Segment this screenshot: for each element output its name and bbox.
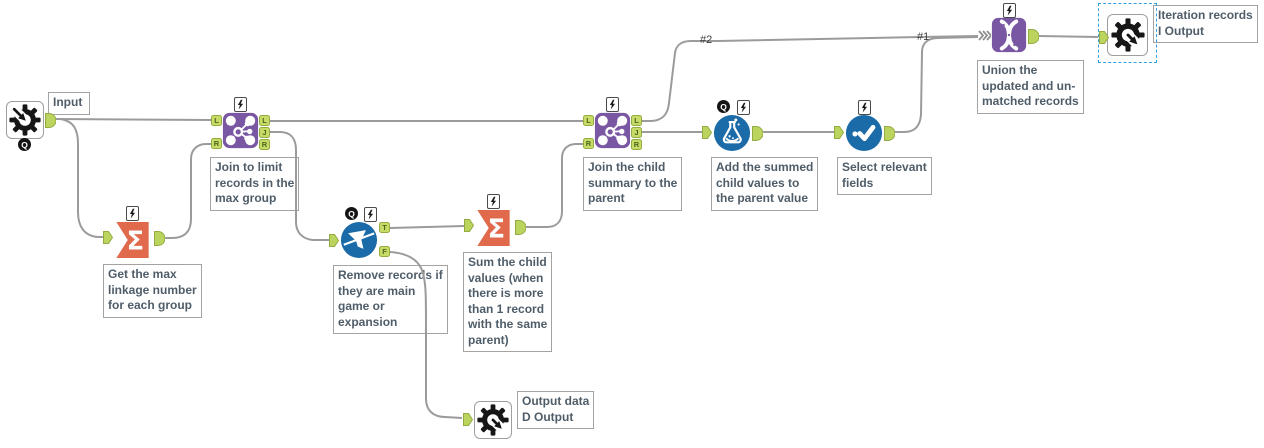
annotation-output-data[interactable]: Output data D Output — [517, 391, 595, 429]
svg-text:Σ: Σ — [488, 215, 506, 245]
lightning-icon — [367, 209, 374, 219]
annotation-iteration-output[interactable]: Iteration records I Output — [1153, 5, 1258, 43]
lightning-icon — [740, 102, 747, 112]
output-anchor-L[interactable]: L — [631, 115, 642, 126]
input-anchor[interactable] — [1099, 31, 1109, 44]
output-anchor[interactable] — [154, 231, 165, 246]
lightning-anchor[interactable] — [234, 97, 247, 112]
lightning-anchor[interactable] — [487, 194, 500, 209]
input-anchor[interactable] — [834, 126, 844, 139]
wire-summarize2-to-join2-R[interactable] — [525, 143, 583, 228]
macro-input-gear-icon — [9, 104, 41, 136]
svg-text:Σ: Σ — [127, 227, 145, 257]
lightning-icon — [490, 196, 497, 206]
lightning-icon — [861, 102, 868, 112]
question-anchor[interactable]: Q — [345, 207, 358, 220]
summarize-children-tool[interactable]: Σ — [464, 194, 526, 247]
wire-input-to-summarize1[interactable] — [59, 118, 103, 238]
annotation-join-limit[interactable]: Join to limit records in the max group — [210, 157, 300, 211]
wire-label-1: #1 — [917, 31, 930, 43]
output-anchor-R[interactable]: R — [259, 139, 270, 150]
lightning-anchor[interactable] — [737, 100, 750, 115]
macro-input-box — [6, 101, 44, 139]
annotation-summarize-max[interactable]: Get the max linkage number for each grou… — [103, 264, 202, 318]
lightning-anchor[interactable] — [1003, 3, 1016, 18]
multi-input-anchor[interactable] — [978, 29, 991, 42]
select-check-icon — [845, 114, 883, 152]
output-anchor-R[interactable]: R — [631, 139, 642, 150]
lightning-anchor[interactable] — [126, 206, 139, 221]
question-anchor[interactable]: Q — [717, 100, 730, 113]
wire-join2-L-to-union[interactable] — [642, 35, 979, 122]
output-anchor[interactable] — [45, 113, 56, 128]
macro-output-gear-icon — [1110, 18, 1145, 52]
formula-flask-icon — [713, 114, 751, 152]
wire-select-to-union[interactable] — [894, 36, 979, 133]
lightning-icon — [609, 99, 616, 109]
summarize-icon: Σ — [477, 209, 510, 247]
output-anchor[interactable] — [1028, 29, 1039, 44]
wire-summarize1-to-join1-R[interactable] — [165, 143, 211, 239]
lightning-anchor[interactable] — [858, 100, 871, 115]
input-anchor[interactable] — [702, 126, 712, 139]
filter-icon — [340, 221, 378, 259]
input-anchor[interactable] — [329, 234, 339, 247]
output-anchor[interactable] — [752, 126, 763, 141]
annotation-join-child[interactable]: Join the child summary to the parent — [583, 157, 683, 211]
input-anchor[interactable] — [463, 413, 473, 426]
lightning-icon — [129, 208, 136, 218]
annotation-input[interactable]: Input — [48, 92, 90, 115]
macro-output-i-tool[interactable] — [1099, 14, 1148, 56]
output-anchor-L[interactable]: L — [259, 115, 270, 126]
select-fields-tool[interactable] — [834, 100, 895, 152]
union-dna-icon — [991, 17, 1027, 53]
join-icon — [594, 112, 631, 149]
annotation-union-records[interactable]: Union the updated and un- matched record… — [977, 60, 1084, 114]
input-anchor[interactable] — [464, 219, 474, 232]
annotation-filter-remove[interactable]: Remove records if they are main game or … — [333, 265, 448, 334]
formula-add-tool[interactable]: Q — [702, 100, 763, 152]
output-anchor[interactable] — [515, 220, 526, 235]
input-anchor[interactable] — [103, 231, 113, 244]
wire-label-2: #2 — [700, 34, 713, 46]
wire-union-to-iteration-output[interactable] — [1037, 35, 1099, 38]
summarize-max-tool[interactable]: Σ — [103, 206, 165, 259]
lightning-anchor[interactable] — [364, 207, 377, 222]
output-anchor-T[interactable]: T — [379, 222, 390, 233]
join-icon — [222, 112, 259, 149]
annotation-formula-add[interactable]: Add the summed child values to the paren… — [711, 157, 819, 211]
output-anchor-J[interactable]: J — [631, 127, 642, 138]
join-child-tool[interactable]: L R L J R — [583, 97, 642, 150]
output-anchor-F[interactable]: F — [379, 246, 390, 257]
wire-join1-J-to-filter[interactable] — [270, 131, 329, 241]
macro-output-gear-icon — [477, 404, 509, 436]
macro-output-box — [474, 401, 512, 439]
input-anchor-R[interactable]: R — [211, 138, 222, 149]
wire-input-to-join1-L[interactable] — [54, 118, 212, 121]
macro-output-d-tool[interactable] — [463, 401, 512, 439]
annotation-select-fields[interactable]: Select relevant fields — [837, 157, 932, 195]
output-anchor-J[interactable]: J — [259, 127, 270, 138]
wire-filter-F-to-output-d[interactable] — [389, 251, 463, 419]
lightning-icon — [1006, 5, 1013, 15]
filter-remove-tool[interactable]: Q T F — [329, 207, 390, 259]
summarize-icon: Σ — [116, 221, 149, 259]
lightning-icon — [237, 99, 244, 109]
macro-input-tool[interactable]: Q — [6, 101, 56, 151]
selection-highlight — [1098, 3, 1157, 63]
input-anchor-L[interactable]: L — [211, 115, 222, 126]
wire-filter-T-to-summarize2[interactable] — [389, 225, 465, 229]
lightning-anchor[interactable] — [606, 97, 619, 112]
macro-output-box — [1107, 14, 1148, 56]
union-tool[interactable] — [978, 3, 1039, 53]
join-limit-tool[interactable]: L R L J R — [211, 97, 270, 150]
output-anchor[interactable] — [884, 126, 895, 141]
question-anchor[interactable]: Q — [18, 138, 31, 151]
input-anchor-R[interactable]: R — [583, 138, 594, 149]
annotation-summarize-children[interactable]: Sum the child values (when there is more… — [463, 252, 553, 352]
input-anchor-L[interactable]: L — [583, 115, 594, 126]
